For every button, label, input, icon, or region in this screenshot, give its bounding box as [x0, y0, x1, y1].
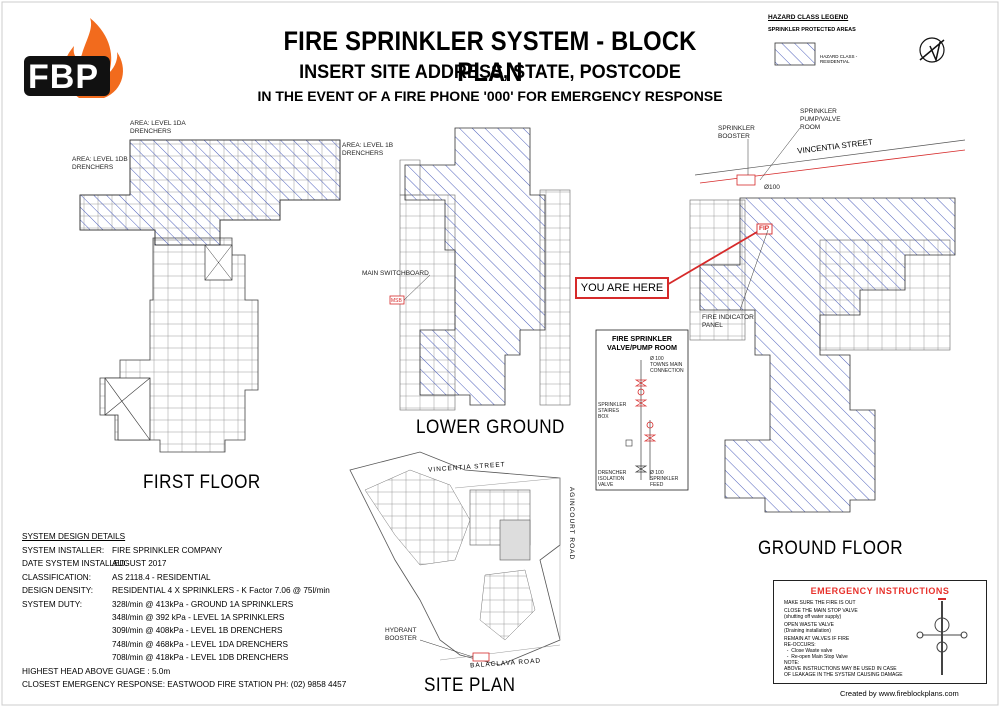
legend-item: HAZARD CLASS - RESIDENTIAL	[820, 54, 858, 64]
drencher-valve-label: DRENCHER ISOLATION VALVE	[598, 470, 627, 488]
detail-value: FIRE SPRINKLER COMPANY	[112, 546, 223, 555]
logo-text: FBP	[28, 58, 99, 96]
north-arrow	[919, 37, 945, 63]
lower-ground-label: LOWER GROUND	[416, 417, 565, 438]
page-title: FIRE SPRINKLER SYSTEM - BLOCK PLAN	[283, 26, 697, 87]
detail-value: AUGUST 2017	[112, 559, 167, 569]
legend-heading: SPRINKLER PROTECTED AREAS	[768, 27, 856, 33]
site-plan	[349, 451, 561, 666]
hazard-legend: HAZARD CLASS LEGEND SPRINKLER PROTECTED …	[768, 14, 880, 70]
detail-value: 348l/min @ 392 kPa - LEVEL 1A SPRINKLERS	[112, 612, 285, 622]
first-floor-label: FIRST FLOOR	[143, 472, 261, 493]
pump-room-detail	[595, 329, 689, 491]
site-plan-label: SITE PLAN	[424, 675, 516, 696]
emergency-instructions: EMERGENCY INSTRUCTIONS MAKE SURE THE FIR…	[773, 580, 987, 684]
legend-swatch	[774, 42, 816, 66]
fip-marker	[756, 223, 773, 235]
detail-key: DATE SYSTEM INSTALLED:	[22, 559, 128, 569]
emergency-step-3: OPEN WASTE VALVE (Draining installation)	[784, 622, 834, 634]
detail-row: DESIGN DENSITY: RESIDENTIAL 4 X SPRINKLER…	[22, 584, 346, 597]
diameter-label: Ø100	[764, 184, 780, 191]
detail-key: CLASSIFICATION:	[22, 572, 91, 582]
site-agincourt-label: AGINCOURT ROAD	[568, 486, 576, 561]
sprinkler-booster-label: SPRINKLER BOOSTER	[718, 125, 755, 140]
detail-row: SYSTEM INSTALLER: FIRE SPRINKLER COMPANY	[22, 544, 346, 557]
emergency-title: EMERGENCY INSTRUCTIONS	[810, 586, 950, 596]
site-address: INSERT SITE ADDRESS, STATE, POSTCODE	[299, 62, 681, 83]
detail-value: 708l/min @ 418kPa - LEVEL 1DB DRENCHERS	[112, 653, 289, 663]
pump-room-title: FIRE SPRINKLER VALVE/PUMP ROOM	[607, 334, 677, 352]
detail-value: AS 2118.4 - RESIDENTIAL	[112, 572, 211, 582]
detail-key: SYSTEM DUTY:	[22, 599, 83, 609]
detail-row: 309l/min @ 408kPa - LEVEL 1B DRENCHERS	[22, 624, 346, 637]
towns-main-label: Ø 100 TOWNS MAIN CONNECTION	[650, 356, 684, 374]
emergency-step-4: REMAIN AT VALVES IF FIRE RE-OCCURS: - Cl…	[784, 636, 850, 660]
pump-room-label: SPRINKLER PUMP/VALVE ROOM	[800, 108, 841, 131]
details-rows: SYSTEM INSTALLER: FIRE SPRINKLER COMPANY D…	[22, 544, 346, 665]
detail-value: 309l/min @ 408kPa - LEVEL 1B DRENCHERS	[112, 626, 283, 636]
detail-value: 748l/min @ 468kPa - LEVEL 1DA DRENCHERS	[112, 639, 288, 649]
ground-floor-plan	[664, 127, 966, 513]
main-switchboard-label: MAIN SWITCHBOARD	[362, 270, 429, 277]
fip-panel-label: FIRE INDICATOR PANEL	[702, 314, 754, 329]
emergency-step-2: CLOSE THE MAIN STOP VALVE (shutting off …	[784, 608, 858, 620]
hydrant-booster-marker	[472, 652, 490, 662]
you-are-here-marker: YOU ARE HERE	[575, 277, 669, 299]
detail-row: 348l/min @ 392 kPa - LEVEL 1A SPRINKLERS	[22, 611, 346, 624]
stairs-box-label: SPRINKLER STAIRES BOX	[598, 402, 627, 420]
head-height: HIGHEST HEAD ABOVE GUAGE : 5.0m	[22, 666, 171, 676]
system-design-details: SYSTEM DESIGN DETAILS SYSTEM INSTALLER: F…	[22, 530, 346, 691]
sprinkler-feed-label: Ø 100 SPRINKLER FEED	[650, 470, 679, 488]
detail-row: SYSTEM DUTY: 328l/min @ 413kPa - GROUND 1…	[22, 598, 346, 611]
first-floor-plan	[79, 139, 341, 453]
you-are-here-pointer	[664, 231, 758, 287]
detail-key: DESIGN DENSITY:	[22, 586, 93, 596]
detail-row: 748l/min @ 468kPa - LEVEL 1DA DRENCHERS	[22, 638, 346, 651]
detail-value: 328l/min @ 413kPa - GROUND 1A SPRINKLERS	[112, 599, 294, 609]
legend-title: HAZARD CLASS LEGEND	[768, 14, 849, 21]
emergency-step-1: MAKE SURE THE FIRE IS OUT	[784, 600, 856, 606]
detail-value: RESIDENTIAL 4 X SPRINKLERS - K Factor 7.…	[112, 586, 330, 596]
area-1da-label: AREA: LEVEL 1DA DRENCHERS	[130, 120, 186, 135]
ground-floor-label: GROUND FLOOR	[758, 538, 904, 559]
detail-key: SYSTEM INSTALLER:	[22, 546, 105, 555]
logo-flame	[24, 18, 124, 98]
emergency-note: NOTE: ABOVE INSTRUCTIONS MAY BE USED IN …	[784, 660, 903, 678]
detail-row: CLASSIFICATION: AS 2118.4 - RESIDENTIAL	[22, 571, 346, 584]
area-1db-label: AREA: LEVEL 1DB DRENCHERS	[72, 156, 128, 171]
lower-ground-plan	[389, 127, 571, 411]
credit-text: Created by www.fireblockplans.com	[840, 689, 959, 698]
emergency-notice: IN THE EVENT OF A FIRE PHONE '000' FOR E…	[257, 88, 723, 104]
booster-marker	[736, 174, 756, 186]
area-1b-label: AREA: LEVEL 1B DRENCHERS	[342, 142, 394, 157]
closest-response: CLOSEST EMERGENCY RESPONSE: EASTWOOD FIR…	[22, 679, 347, 689]
msb-text: MSB	[391, 298, 402, 304]
detail-row: DATE SYSTEM INSTALLED:AUGUST 2017	[22, 557, 346, 570]
valve-diagram-icon	[916, 598, 968, 675]
hydrant-booster-label: HYDRANT BOOSTER	[385, 627, 417, 642]
detail-row: 708l/min @ 418kPa - LEVEL 1DB DRENCHERS	[22, 651, 346, 664]
details-heading: SYSTEM DESIGN DETAILS	[22, 532, 126, 541]
fip-text: FIP	[759, 225, 770, 232]
